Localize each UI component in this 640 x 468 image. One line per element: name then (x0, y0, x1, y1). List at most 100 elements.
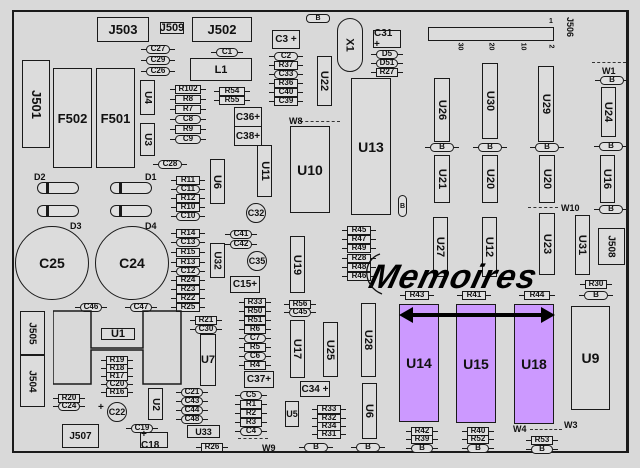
cap-c13: C13 (171, 238, 205, 247)
cap-c5: C5 (235, 391, 267, 400)
resistor-r28: R28 (342, 254, 376, 263)
resistor-b-u26: B (425, 143, 459, 152)
resistor-r45: R45 (342, 226, 376, 235)
crystal-x1: X1 (337, 18, 363, 72)
ic-u11: U11 (257, 145, 272, 197)
memory-chip-u14[interactable]: U14 (399, 304, 439, 422)
diode-d2 (37, 182, 79, 194)
jumper-w3-label: W3 (564, 420, 578, 430)
memory-range-arrow (399, 307, 555, 323)
diode-d5: D5 (371, 50, 403, 59)
ic-u5: U5 (285, 401, 299, 427)
resistor-b-u29: B (530, 143, 564, 152)
j506-pin-20: 20 (487, 42, 495, 51)
title-leader-curve (366, 253, 383, 295)
resistor-r6: R6 (239, 325, 271, 334)
resistor-r15: R15 (171, 248, 205, 257)
ic-u4: U4 (140, 80, 155, 115)
cap-c44: C44 (176, 406, 208, 415)
diode-d1-label: D1 (145, 172, 157, 182)
connector-j509: J509 (159, 22, 185, 34)
cap-c4: C4 (235, 427, 267, 436)
resistor-r39: R39 (406, 435, 438, 444)
ic-u7: U7 (200, 334, 216, 386)
diode-d3-label: D3 (70, 221, 82, 231)
cap-c18: + C18 (140, 429, 168, 451)
jumper-w9-label: W9 (262, 443, 276, 453)
ic-u10: U10 (290, 126, 330, 213)
ic-u32: U32 (210, 243, 225, 278)
diode-d1 (110, 182, 152, 194)
resistor-r46: R46 (342, 272, 376, 281)
cap-c9: C9 (170, 135, 206, 144)
connector-j502: J502 (192, 17, 252, 42)
fuse-f502: F502 (53, 68, 92, 168)
ic-u24: U24 (601, 87, 616, 137)
cap-c11: C11 (171, 185, 205, 194)
inductor-l1: L1 (190, 58, 252, 81)
ic-u20: U20 (482, 155, 498, 203)
resistor-r44: R44 (519, 291, 555, 300)
cap-c21: C21 (176, 388, 208, 397)
resistor-b-u16: B (594, 205, 628, 214)
resistor-b-u24: B (594, 142, 628, 151)
cap-c15: C15+ (230, 276, 260, 293)
ic-u30: U30 (482, 63, 498, 139)
cap-c45: C45 (284, 308, 316, 317)
resistor-r33: R33 (239, 298, 271, 307)
ic-u16: U16 (600, 155, 615, 203)
cap-c12: C12 (171, 267, 205, 276)
cap-c24-small: C24 (53, 402, 85, 411)
fuse-f501: F501 (96, 68, 135, 168)
ic-u21: U21 (434, 155, 450, 203)
connector-j506-header (428, 27, 554, 41)
resistor-r51: R51 (239, 316, 271, 325)
cap-c24: C24 (95, 226, 169, 300)
cap-c35: C35 (247, 251, 267, 271)
connector-j503: J503 (97, 17, 149, 42)
jumper-w8-label: W8 (289, 116, 303, 126)
resistor-r102: R102 (170, 85, 206, 94)
ic-u19: U19 (290, 236, 305, 293)
resistor-r52: R52 (462, 435, 494, 444)
cap-c29: C29 (141, 56, 175, 65)
ic-u13: U13 (351, 78, 391, 215)
resistor-r8: R8 (170, 95, 206, 104)
connector-j507: J507 (62, 424, 99, 448)
resistor-r11: R11 (171, 176, 205, 185)
j506-pin-10: 10 (519, 42, 527, 51)
resistor-r1: R1 (235, 400, 267, 409)
resistor-r37: R37 (269, 61, 303, 70)
memory-chip-u18[interactable]: U18 (514, 304, 554, 424)
memory-chip-u15[interactable]: U15 (456, 304, 496, 423)
diode-d4 (110, 205, 152, 217)
resistor-b-vertical: B (398, 195, 407, 217)
resistor-r7: R7 (170, 105, 206, 114)
cap-c36: C36+ (234, 107, 262, 127)
resistor-b-u30: B (473, 143, 507, 152)
resistor-r4: R4 (239, 361, 271, 370)
j506-pin-1: 1 (549, 18, 553, 25)
cap-c41: C41 (225, 230, 257, 239)
ic-u20b: U20 (539, 155, 555, 203)
resistor-r30: R30 (580, 280, 612, 289)
cap-c2: C2 (269, 52, 303, 61)
cap-c30: C30 (190, 325, 222, 334)
resistor-r9: R9 (170, 125, 206, 134)
resistor-r48: R48 (342, 263, 376, 272)
resistor-r5: R5 (239, 343, 271, 352)
cap-c31: C31 + (373, 28, 401, 50)
connector-j501: J501 (22, 60, 50, 148)
connector-j506-label: J506 (565, 16, 576, 38)
cap-c39: C39 (269, 97, 303, 106)
connector-j505: J505 (20, 311, 45, 355)
ic-u6: U6 (210, 159, 225, 204)
ic-u12: U12 (482, 217, 497, 277)
cap-c38: C38+ (234, 126, 262, 146)
resistor-b-bottom2: B (351, 443, 385, 452)
cap-c40: C40 (269, 88, 303, 97)
cap-c32: C32 (246, 203, 266, 223)
resistor-b-u14: B (406, 444, 438, 453)
diode-d3 (37, 205, 79, 217)
ic-u28: U28 (361, 303, 376, 377)
